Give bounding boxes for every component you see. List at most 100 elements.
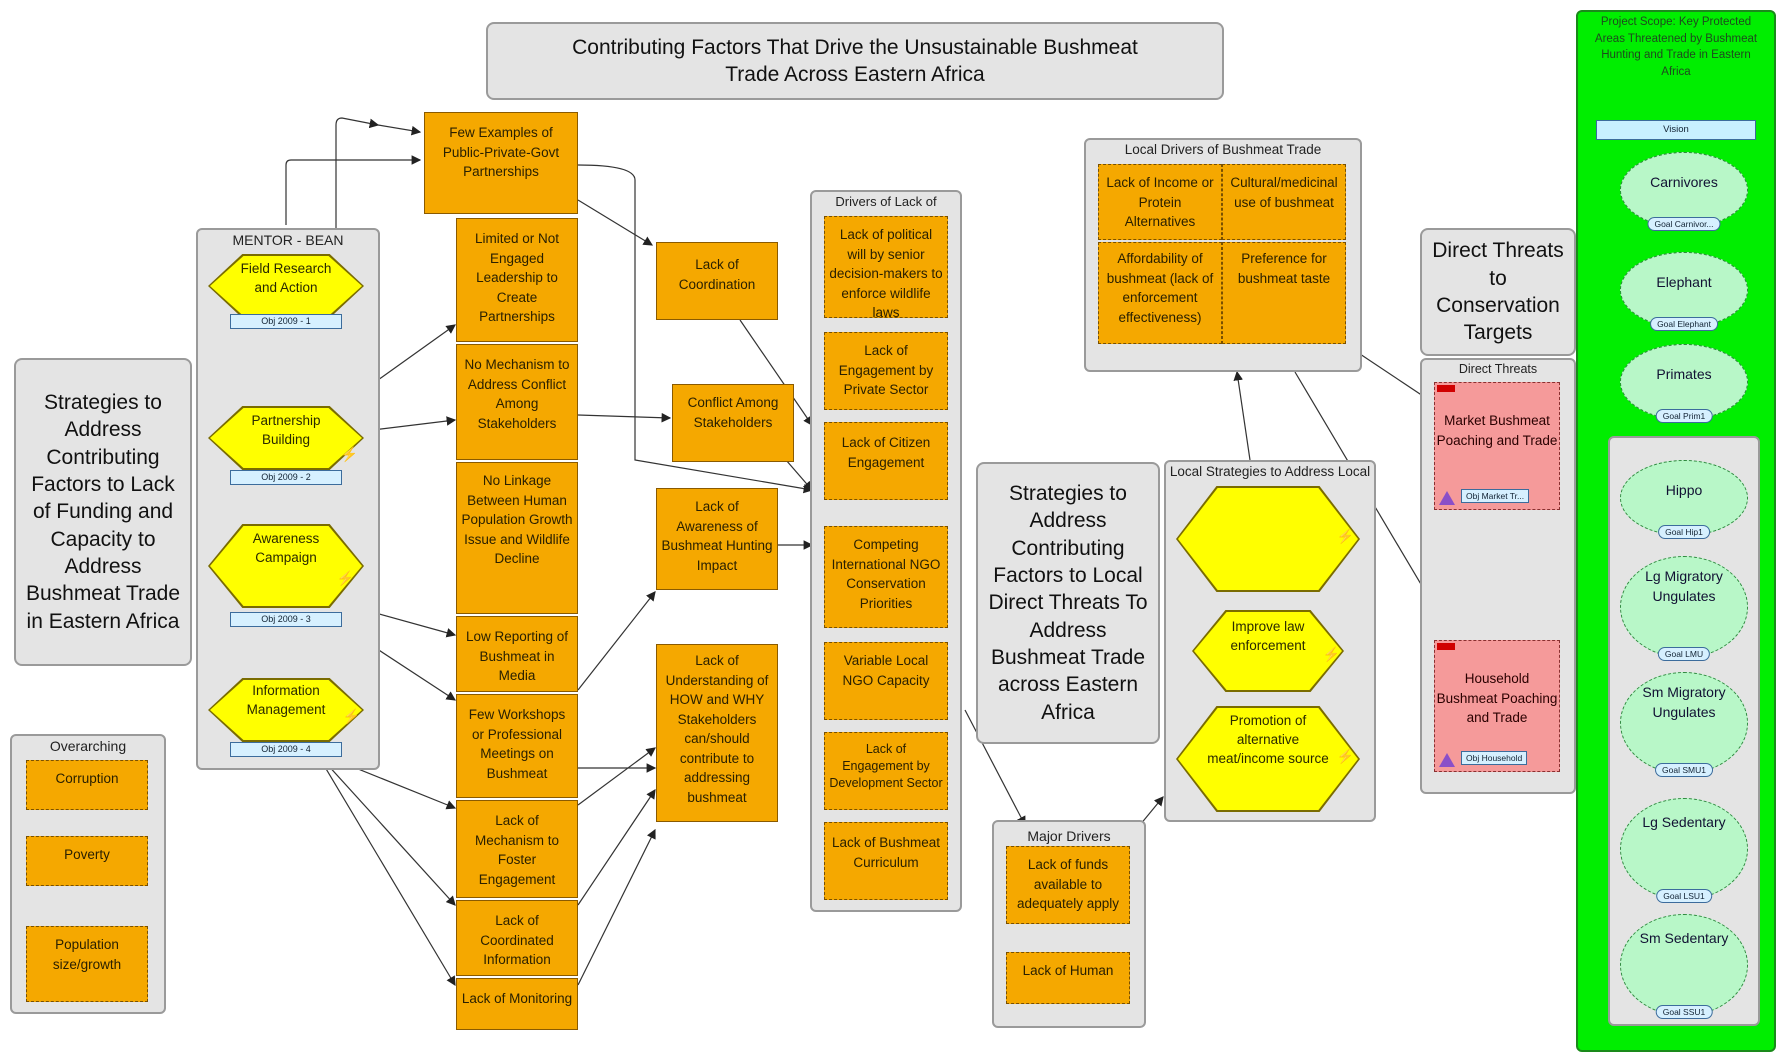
target-label: Lg Sedentary: [1642, 814, 1726, 830]
project-scope-title: Project Scope: Key Protected Areas Threa…: [1594, 16, 1758, 79]
lightning-icon: ⚡: [1322, 646, 1340, 662]
goal-tag: Goal Carnivor...: [1647, 217, 1721, 231]
lightning-icon: ⚡: [342, 708, 360, 724]
local-strategy-awareness[interactable]: ⚡: [1176, 486, 1360, 592]
strategy-field-research[interactable]: Field Research and Action: [208, 254, 364, 318]
factor-poverty[interactable]: Poverty: [26, 836, 148, 886]
local-driver-taste[interactable]: Preference for bushmeat taste: [1222, 242, 1346, 344]
factor-limited-leadership[interactable]: Limited or Not Engaged Leadership to Cre…: [456, 218, 578, 342]
local-driver-affordability[interactable]: Affordability of bushmeat (lack of enfor…: [1098, 242, 1222, 344]
target-primates[interactable]: Primates Goal Prim1: [1620, 344, 1748, 423]
factor-coordinated-information[interactable]: Lack of Coordinated Information: [456, 900, 578, 976]
goal-tag: Goal LMU: [1657, 647, 1711, 661]
mentor-bean-title: MENTOR - BEAN: [232, 232, 344, 248]
target-hippo[interactable]: Hippo Goal Hip1: [1620, 460, 1748, 539]
drivers-lack-title: Drivers of Lack of: [835, 194, 937, 209]
vision-box[interactable]: Vision: [1596, 120, 1756, 140]
target-sm-sedentary[interactable]: Sm Sedentary Goal SSU1: [1620, 914, 1748, 1019]
objective-tag: Obj Market Tr...: [1461, 489, 1530, 503]
threat-label: Market Bushmeat Poaching and Trade: [1436, 413, 1558, 448]
goal-tag: Goal SMU1: [1655, 763, 1713, 777]
objective-tag: Obj 2009 - 3: [230, 612, 342, 627]
goal-tag: Goal LSU1: [1656, 889, 1712, 903]
warning-triangle-icon: [1439, 491, 1455, 505]
goal-tag: Goal SSU1: [1655, 1005, 1713, 1019]
strategies-funding-label: Strategies to Address Contributing Facto…: [14, 358, 192, 666]
strategy-label: Field Research and Action: [240, 261, 332, 295]
driver-private-sector[interactable]: Lack of Engagement by Private Sector: [824, 332, 948, 410]
driver-ngo-capacity[interactable]: Variable Local NGO Capacity: [824, 642, 948, 720]
target-label: Carnivores: [1650, 174, 1718, 190]
target-label: Hippo: [1665, 482, 1703, 498]
flag-icon: [1437, 385, 1455, 392]
local-strategies-title: Local Strategies to Address Local: [1169, 464, 1371, 479]
local-driver-cultural[interactable]: Cultural/medicinal use of bushmeat: [1222, 164, 1346, 240]
strategy-label: Promotion of alternative meat/income sou…: [1207, 713, 1329, 766]
factor-no-engagement-mechanism[interactable]: Lack of Mechanism to Foster Engagement: [456, 800, 578, 898]
lightning-icon: ⚡: [1336, 748, 1354, 764]
strategy-label: Partnership Building: [251, 413, 321, 447]
threat-market-bushmeat[interactable]: Market Bushmeat Poaching and Trade Obj M…: [1434, 382, 1560, 510]
title-line-1: Contributing Factors That Drive the Unsu…: [572, 35, 1138, 59]
driver-curriculum[interactable]: Lack of Bushmeat Curriculum: [824, 822, 948, 900]
strategy-label: Awareness Campaign: [252, 531, 320, 565]
factor-few-partnerships[interactable]: Few Examples of Public-Private-Govt Part…: [424, 112, 578, 214]
strategy-awareness-campaign[interactable]: Awareness Campaign ⚡: [208, 524, 364, 608]
factor-lack-coordination[interactable]: Lack of Coordination: [656, 242, 778, 320]
objective-tag: Obj Household: [1461, 751, 1528, 765]
strategy-label: Information Management: [246, 683, 326, 717]
goal-tag: Goal Elephant: [1650, 317, 1718, 331]
target-carnivores[interactable]: Carnivores Goal Carnivor...: [1620, 152, 1748, 231]
target-lg-migratory[interactable]: Lg Migratory Ungulates Goal LMU: [1620, 556, 1748, 661]
warning-triangle-icon: [1439, 753, 1455, 767]
local-driver-income[interactable]: Lack of Income or Protein Alternatives: [1098, 164, 1222, 240]
strategy-information-management[interactable]: Information Management ⚡: [208, 678, 364, 742]
target-label: Sm Sedentary: [1639, 930, 1729, 946]
direct-threats-title: Direct Threats: [1458, 362, 1538, 376]
driver-lack-human[interactable]: Lack of Human: [1006, 952, 1130, 1004]
title-line-2: Trade Across Eastern Africa: [725, 63, 985, 86]
factor-corruption[interactable]: Corruption: [26, 760, 148, 810]
target-lg-sedentary[interactable]: Lg Sedentary Goal LSU1: [1620, 798, 1748, 903]
major-drivers-title: Major Drivers: [1027, 828, 1111, 844]
flag-icon: [1437, 643, 1455, 650]
target-label: Primates: [1656, 366, 1712, 382]
lightning-icon: ⚡: [340, 446, 358, 462]
strategy-label: Improve law enforcement: [1230, 619, 1306, 653]
goal-tag: Goal Hip1: [1658, 525, 1710, 539]
target-sm-migratory[interactable]: Sm Migratory Ungulates Goal SMU1: [1620, 672, 1748, 777]
lightning-icon: ⚡: [1336, 528, 1354, 544]
factor-lack-understanding[interactable]: Lack of Understanding of HOW and WHY Sta…: [656, 644, 778, 822]
diagram-title: Contributing Factors That Drive the Unsu…: [486, 22, 1224, 100]
factor-lack-monitoring[interactable]: Lack of Monitoring: [456, 978, 578, 1030]
factor-no-population-linkage[interactable]: No Linkage Between Human Population Grow…: [456, 462, 578, 614]
factor-low-media-reporting[interactable]: Low Reporting of Bushmeat in Media: [456, 616, 578, 692]
threat-household-bushmeat[interactable]: Household Bushmeat Poaching and Trade Ob…: [1434, 640, 1560, 772]
factor-stakeholder-conflict[interactable]: Conflict Among Stakeholders: [672, 384, 794, 462]
factor-no-conflict-mechanism[interactable]: No Mechanism to Address Conflict Among S…: [456, 344, 578, 460]
factor-lack-awareness[interactable]: Lack of Awareness of Bushmeat Hunting Im…: [656, 488, 778, 590]
driver-development-sector[interactable]: Lack of Engagement by Development Sector: [824, 732, 948, 810]
strategies-local-label: Strategies to Address Contributing Facto…: [976, 462, 1160, 744]
target-elephant[interactable]: Elephant Goal Elephant: [1620, 252, 1748, 331]
direct-threats-heading: Direct Threats to Conservation Targets: [1420, 228, 1576, 356]
lightning-icon: ⚡: [336, 570, 354, 586]
local-drivers-title: Local Drivers of Bushmeat Trade: [1124, 142, 1322, 157]
strategy-partnership-building[interactable]: Partnership Building ⚡: [208, 406, 364, 470]
threat-label: Household Bushmeat Poaching and Trade: [1436, 671, 1558, 726]
target-label: Lg Migratory Ungulates: [1645, 568, 1723, 604]
local-strategy-law-enforcement[interactable]: Improve law enforcement ⚡: [1192, 610, 1344, 692]
driver-political-will[interactable]: Lack of political will by senior decisio…: [824, 216, 948, 318]
driver-citizen-engagement[interactable]: Lack of Citizen Engagement: [824, 422, 948, 500]
objective-tag: Obj 2009 - 1: [230, 314, 342, 329]
factor-few-workshops[interactable]: Few Workshops or Professional Meetings o…: [456, 694, 578, 798]
goal-tag: Goal Prim1: [1655, 409, 1713, 423]
target-label: Sm Migratory Ungulates: [1642, 684, 1726, 720]
local-strategy-alternatives[interactable]: Promotion of alternative meat/income sou…: [1176, 706, 1360, 812]
driver-ngo-priorities[interactable]: Competing International NGO Conservation…: [824, 526, 948, 628]
target-label: Elephant: [1656, 274, 1712, 290]
objective-tag: Obj 2009 - 2: [230, 470, 342, 485]
factor-population[interactable]: Population size/growth: [26, 926, 148, 1002]
driver-lack-funds[interactable]: Lack of funds available to adequately ap…: [1006, 846, 1130, 924]
overarching-title: Overarching: [49, 738, 127, 754]
